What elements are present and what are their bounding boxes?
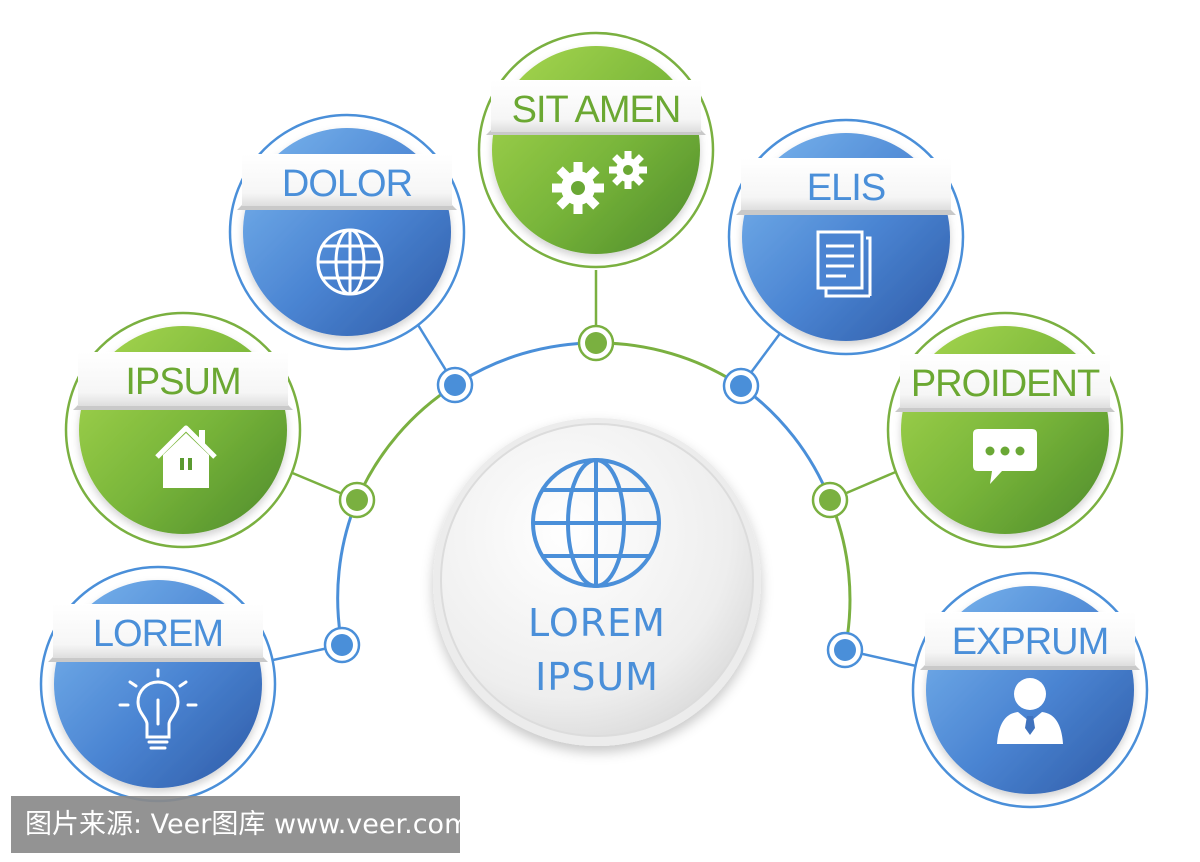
node-lorem[interactable]: LOREM — [39, 565, 277, 803]
connector-dot-dolor — [436, 366, 474, 404]
center-title-line1: LOREM — [528, 601, 666, 645]
house-icon — [155, 425, 217, 488]
connector-dot-lorem — [323, 626, 361, 664]
node-label-dolor: DOLOR — [282, 163, 412, 205]
globe-icon — [531, 458, 661, 588]
connector-dot-ipsum — [338, 481, 376, 519]
connector-dots — [323, 324, 864, 669]
watermark-text: 图片来源: Veer图库 www.veer.com — [11, 796, 470, 853]
node-dolor[interactable]: DOLOR — [228, 113, 466, 351]
node-exprum[interactable]: EXPRUM — [911, 571, 1149, 809]
node-proident[interactable]: PROIDENT — [886, 311, 1124, 549]
center-hub: LOREM IPSUM — [433, 418, 761, 746]
globe-icon — [316, 228, 384, 296]
document-icon — [816, 230, 872, 298]
person-icon — [997, 678, 1063, 744]
node-sit-amen[interactable]: SIT AMEN — [477, 31, 715, 269]
lightbulb-icon — [118, 668, 198, 750]
center-title-line2: IPSUM — [535, 655, 659, 699]
connector-dot-elis — [722, 367, 760, 405]
node-label-sit-amen: SIT AMEN — [512, 89, 681, 131]
node-label-proident: PROIDENT — [911, 363, 1100, 405]
node-label-exprum: EXPRUM — [952, 621, 1109, 663]
gears-icon — [552, 151, 647, 214]
node-label-elis: ELIS — [807, 167, 885, 209]
speech-bubble-icon — [973, 429, 1037, 484]
connector-dot-sit-amen — [577, 324, 615, 362]
node-label-lorem: LOREM — [93, 613, 223, 655]
node-label-ipsum: IPSUM — [125, 361, 240, 403]
node-elis[interactable]: ELIS — [727, 118, 965, 356]
node-ipsum[interactable]: IPSUM — [64, 311, 302, 549]
connector-dot-exprum — [826, 631, 864, 669]
connector-dot-proident — [811, 481, 849, 519]
